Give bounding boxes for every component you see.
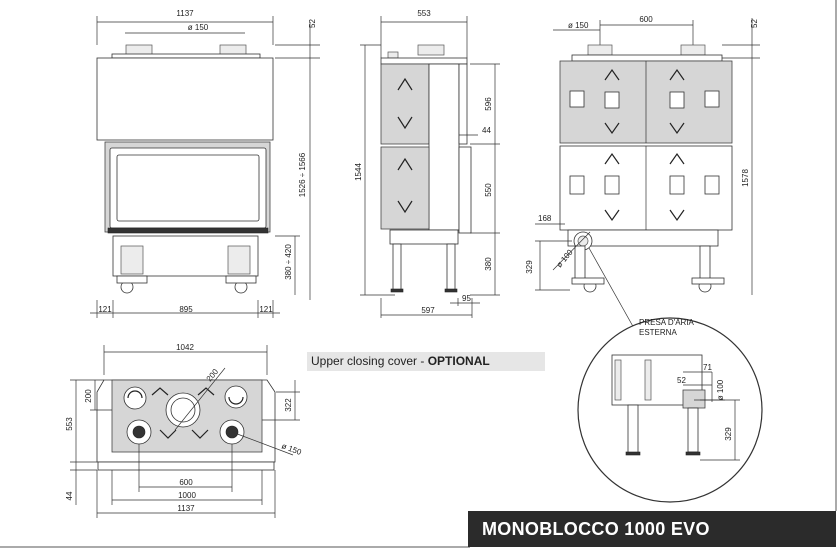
rear-inlet-offset-dim: 168 (538, 214, 552, 223)
title-bar (468, 511, 836, 547)
side-width-dim: 553 (417, 9, 431, 18)
front-upper-body (96, 57, 274, 141)
front-flue-right (219, 44, 247, 56)
side-middle-panel (380, 146, 430, 230)
detail-71-dim: 71 (703, 363, 712, 372)
rear-view: ø 150 600 (525, 15, 760, 331)
front-height-range-dim: 1526 ÷ 1566 (298, 152, 307, 197)
side-collar-dim: 44 (482, 126, 491, 135)
side-view: 553 1544 596 550 380 (354, 9, 500, 318)
top-600-dim: 600 (179, 478, 193, 487)
detail-inlet-pipe (682, 389, 706, 409)
front-bottom-center-dim: 895 (179, 305, 193, 314)
model-title: MONOBLOCCO 1000 EVO (482, 519, 710, 539)
top-depth-dim: 553 (65, 417, 74, 431)
front-bottom-left-dim: 121 (98, 305, 112, 314)
detail-label-line2: ESTERNA (639, 328, 677, 337)
top-depth-left-dim: 200 (84, 389, 93, 403)
side-leg-height-dim: 380 (484, 257, 493, 271)
front-base-height-dim: 380 ÷ 420 (284, 244, 293, 280)
side-middle-height-dim: 550 (484, 183, 493, 197)
front-flue-left (125, 44, 153, 56)
top-depth-right-dim: 322 (284, 398, 293, 412)
side-depth-dim: 597 (421, 306, 435, 315)
rear-inlet-height-dim: 329 (525, 260, 534, 274)
side-upper-height-dim: 596 (484, 97, 493, 111)
front-view: 1137 ø 150 52 1526 ÷ 1566 380 ÷ 420 (90, 9, 320, 318)
optional-cover-caption: Upper closing cover - OPTIONAL (311, 354, 490, 368)
front-bottom-right-dim: 121 (259, 305, 273, 314)
top-view: 1042 200 ø 150 553 200 (65, 343, 303, 518)
top-offset-dim: 44 (65, 491, 74, 500)
front-top-height-dim: 52 (308, 19, 317, 28)
side-upper-panel (380, 63, 430, 145)
air-inlet-detail: PRESA D'ARIA ESTERNA 71 52 ø 100 329 (577, 317, 763, 503)
detail-dia-dim: ø 100 (716, 379, 725, 400)
caption-bold-text: OPTIONAL (427, 354, 490, 368)
side-offset-dim: 95 (462, 294, 471, 303)
top-1000-dim: 1000 (178, 491, 196, 500)
detail-circle (577, 317, 763, 503)
front-width-dim: 1137 (176, 9, 194, 18)
side-height-dim: 1544 (354, 163, 363, 181)
rear-top-height-dim: 52 (750, 19, 759, 28)
detail-329-dim: 329 (724, 427, 733, 441)
caption-normal-text: Upper closing cover - (311, 354, 428, 368)
top-width-dim: 1042 (176, 343, 194, 352)
rear-flue-dia-dim: ø 150 (568, 21, 589, 30)
rear-spacing-dim: 600 (639, 15, 653, 24)
caption-background (307, 352, 545, 371)
rear-height-dim: 1578 (741, 169, 750, 187)
detail-52-dim: 52 (677, 376, 686, 385)
top-1137-dim: 1137 (177, 504, 195, 513)
front-flue-dia-dim: ø 150 (188, 23, 209, 32)
detail-label-line1: PRESA D'ARIA (639, 318, 695, 327)
